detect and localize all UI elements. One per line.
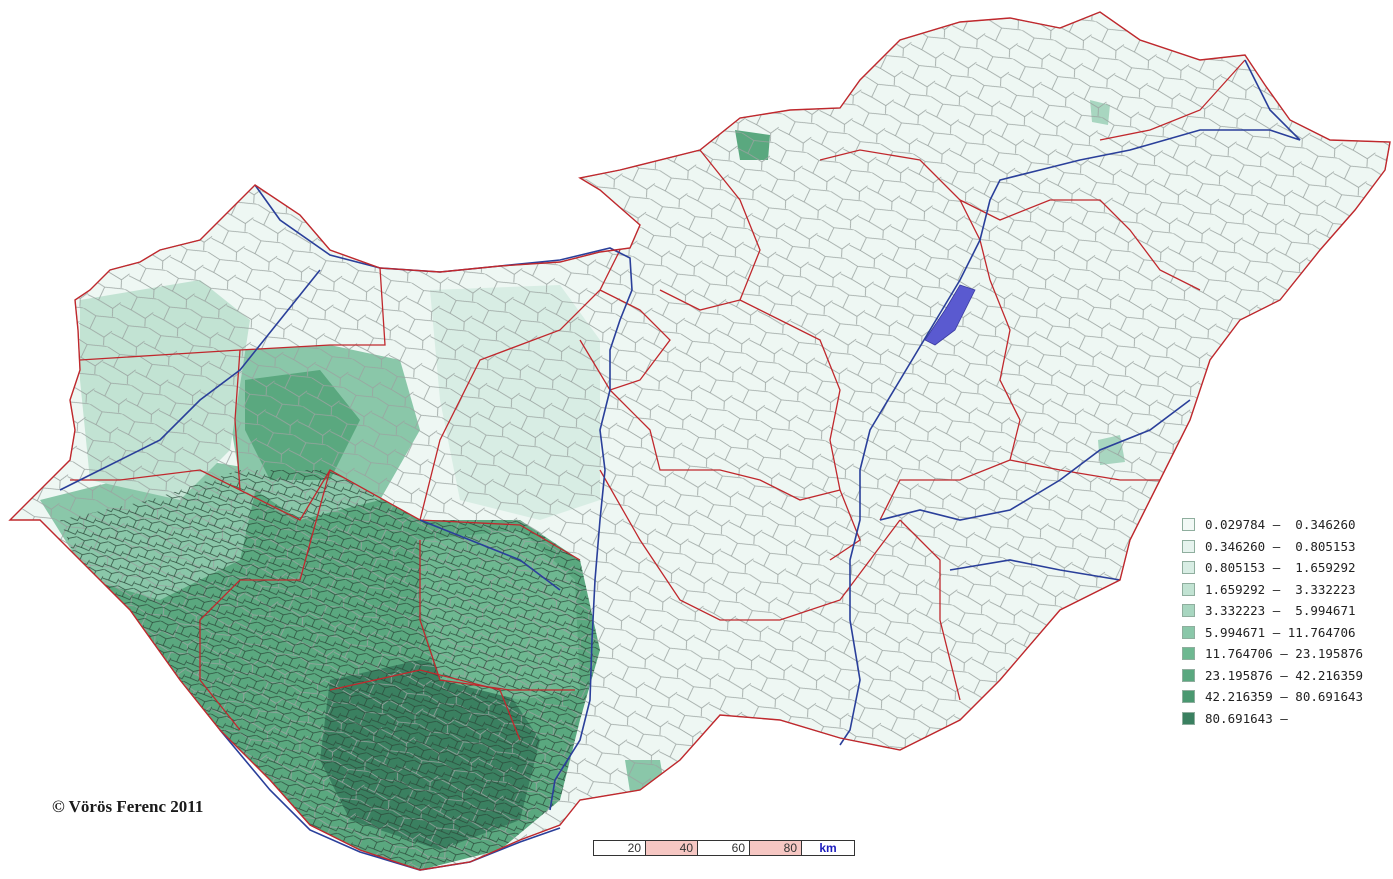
map-legend: 0.029784 — 0.346260 0.346260 — 0.805153 0.…	[1182, 514, 1387, 729]
copyright-notice: © Vörös Ferenc 2011	[52, 797, 204, 816]
scale-segment: 80	[750, 841, 802, 855]
legend-item: 0.029784 — 0.346260	[1182, 514, 1387, 536]
legend-item: 3.332223 — 5.994671	[1182, 600, 1387, 622]
legend-label: 11.764706 — 23.195876	[1205, 646, 1364, 662]
legend-swatch	[1182, 625, 1195, 639]
koros-river	[879, 399, 1191, 521]
legend-swatch	[1182, 539, 1195, 553]
legend-label: 3.332223 — 5.994671	[1205, 603, 1356, 619]
legend-label: 0.346260 — 0.805153	[1205, 538, 1356, 554]
legend-swatch	[1182, 561, 1195, 575]
legend-swatch	[1182, 518, 1195, 532]
legend-swatch	[1182, 668, 1195, 682]
legend-label: 0.805153 — 1.659292	[1205, 560, 1356, 576]
legend-swatch	[1182, 711, 1195, 725]
legend-item: 0.346260 — 0.805153	[1182, 536, 1387, 558]
legend-item: 80.691643 —	[1182, 708, 1387, 730]
legend-swatch	[1182, 690, 1195, 704]
legend-label: 42.216359 — 80.691643	[1205, 689, 1364, 705]
legend-item: 23.195876 — 42.216359	[1182, 665, 1387, 687]
legend-swatch	[1182, 582, 1195, 596]
lake-tisza	[924, 284, 976, 346]
municipality-mesh-dense	[60, 470, 600, 870]
maros-river	[949, 559, 1121, 581]
sio-river	[419, 519, 561, 591]
legend-label: 5.994671 — 11.764706	[1205, 624, 1356, 640]
legend-swatch	[1182, 604, 1195, 618]
legend-item: 1.659292 — 3.332223	[1182, 579, 1387, 601]
legend-item: 5.994671 — 11.764706	[1182, 622, 1387, 644]
legend-label: 23.195876 — 42.216359	[1205, 667, 1364, 683]
legend-label: 0.029784 — 0.346260	[1205, 517, 1356, 533]
country-border	[8, 11, 1391, 871]
drava-river	[219, 729, 561, 871]
legend-swatch	[1182, 647, 1195, 661]
legend-item: 0.805153 — 1.659292	[1182, 557, 1387, 579]
tisza-river	[839, 59, 1301, 746]
county-borders	[70, 59, 1246, 741]
raba-river	[59, 269, 321, 491]
scale-segment: 20	[594, 841, 646, 855]
legend-item: 42.216359 — 80.691643	[1182, 686, 1387, 708]
scale-segment: 60	[698, 841, 750, 855]
legend-label: 1.659292 — 3.332223	[1205, 581, 1356, 597]
scale-segment: 40	[646, 841, 698, 855]
legend-label: 80.691643 —	[1205, 710, 1288, 726]
scale-unit: km	[819, 841, 837, 855]
legend-item: 11.764706 — 23.195876	[1182, 643, 1387, 665]
